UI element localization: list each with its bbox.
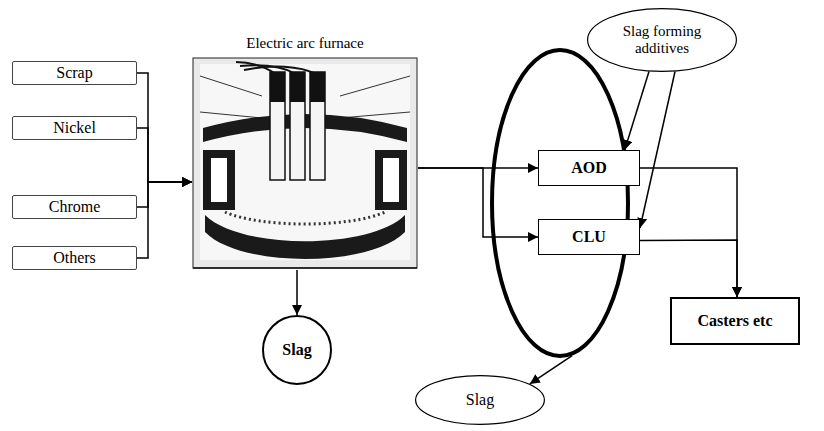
electrode-holder [290, 72, 305, 102]
flow-arrow [296, 270, 298, 315]
electrode [290, 72, 305, 180]
flow-arrow [640, 72, 675, 228]
flow-arrow [137, 73, 192, 182]
input-box: Nickel [12, 116, 137, 140]
process-box: CLU [538, 219, 640, 255]
refining-group-shape [492, 50, 628, 356]
node-label: Others [53, 249, 96, 267]
furnace-line [200, 112, 262, 118]
additive-ellipse-shape [588, 9, 737, 72]
furnace-drawing [193, 58, 417, 268]
refining-group: AOD CLU [490, 48, 630, 358]
flow-arrow [640, 168, 737, 297]
node-label: Slag [282, 341, 311, 359]
flow-arrow [640, 240, 737, 297]
output-box: Casters etc [670, 297, 800, 345]
flow-arrow [418, 168, 538, 237]
node-label: Slag forming additives [612, 23, 712, 58]
furnace-line [200, 76, 262, 96]
furnace-hearth [205, 215, 405, 259]
input-box: Chrome [12, 195, 137, 219]
slag-ellipse: Slag [415, 375, 545, 425]
electrode [310, 72, 325, 180]
flow-arrow [625, 72, 649, 150]
refining-group-outline [490, 48, 630, 358]
node-label: Scrap [56, 64, 92, 82]
flow-arrow [530, 356, 572, 384]
node-label: Chrome [49, 198, 101, 216]
furnace-ground [200, 64, 410, 260]
node-label: AOD [571, 159, 607, 177]
power-cable [244, 67, 316, 74]
furnace-wall-inset [383, 158, 399, 202]
slag-circle: Slag [262, 315, 332, 385]
input-box: Others [12, 246, 137, 270]
electrode [270, 72, 285, 180]
molten-bath [225, 212, 385, 224]
node-label: CLU [572, 228, 606, 246]
flow-arrow [137, 182, 192, 207]
furnace-base [193, 267, 417, 269]
furnace-frame [193, 58, 417, 268]
node-label: Electric arc furnace [246, 34, 363, 52]
process-box: AOD [538, 150, 640, 186]
slag-ellipse-shape [416, 376, 545, 425]
furnace-unit: Electric arc furnace [192, 34, 418, 270]
furnace-line [340, 76, 410, 96]
flow-arrow [137, 128, 192, 182]
node-label: Slag [466, 391, 494, 409]
slag-circle-shape [263, 316, 331, 384]
additive-ellipse: Slag forming additives [587, 8, 737, 72]
furnace-wall-inset [211, 158, 227, 202]
electrode-holder [310, 72, 325, 102]
furnace-wall [203, 150, 235, 210]
node-label: Nickel [53, 119, 96, 137]
node-label: Casters etc [697, 312, 772, 330]
input-box: Scrap [12, 61, 137, 85]
flow-arrow [137, 182, 192, 258]
electrode-holder [270, 72, 285, 102]
furnace-wall [375, 150, 407, 210]
